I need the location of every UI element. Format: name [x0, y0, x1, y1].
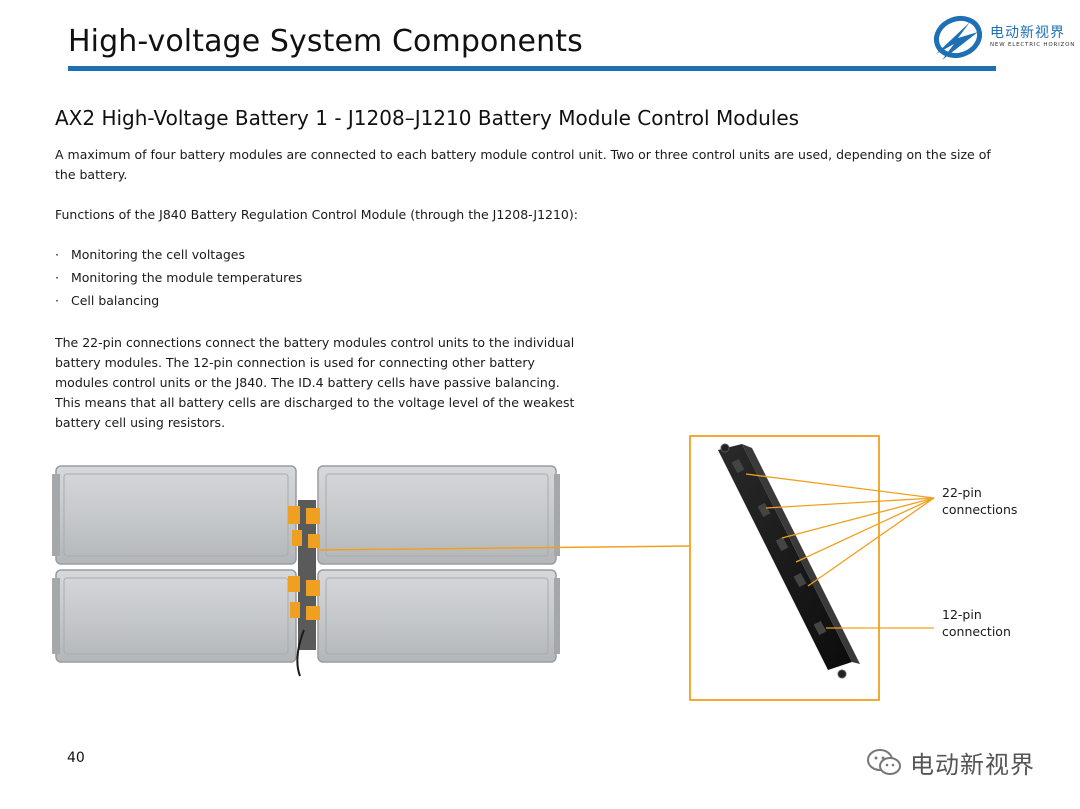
logo-chinese-text: 电动新视界 — [990, 25, 1065, 41]
slide-title: High-voltage System Components — [68, 24, 583, 59]
watermark: 电动新视界 — [866, 742, 1035, 782]
list-item: ·Cell balancing — [55, 293, 160, 308]
battery-module-top-left — [52, 465, 297, 565]
page-number: 40 — [67, 750, 85, 766]
control-module-detail — [718, 443, 860, 679]
bullet-icon: · — [55, 270, 59, 285]
functions-heading: Functions of the J840 Battery Regulation… — [55, 207, 578, 222]
list-item: ·Monitoring the module temperatures — [55, 270, 303, 285]
callout-lines-22pin — [745, 473, 935, 587]
battery-module-bottom-left — [52, 569, 297, 663]
functions-list: ·Monitoring the cell voltages ·Monitorin… — [55, 246, 302, 315]
callout-12-pin: 12-pin connection — [942, 607, 1011, 639]
battery-module-bottom-right — [317, 569, 560, 663]
brand-logo-icon — [933, 15, 983, 60]
watermark-text: 电动新视界 — [910, 750, 1035, 779]
logo-english-text: NEW ELECTRIC HORIZON — [990, 42, 1076, 48]
center-control-unit — [288, 500, 320, 677]
callout-22-pin: 22-pin connections — [942, 485, 1018, 517]
connections-paragraph: The 22-pin connections connect the batte… — [55, 335, 575, 430]
bullet-icon: · — [55, 247, 59, 262]
battery-module-top-right — [317, 465, 560, 565]
zoom-frame — [689, 435, 880, 701]
title-underline — [68, 66, 996, 71]
wechat-icon — [867, 749, 901, 775]
bullet-icon: · — [55, 293, 59, 308]
battery-module-figure — [52, 435, 935, 701]
intro-paragraph: A maximum of four battery modules are co… — [55, 147, 991, 182]
section-heading: AX2 High-Voltage Battery 1 - J1208–J1210… — [55, 106, 800, 130]
list-item: ·Monitoring the cell voltages — [55, 247, 246, 262]
